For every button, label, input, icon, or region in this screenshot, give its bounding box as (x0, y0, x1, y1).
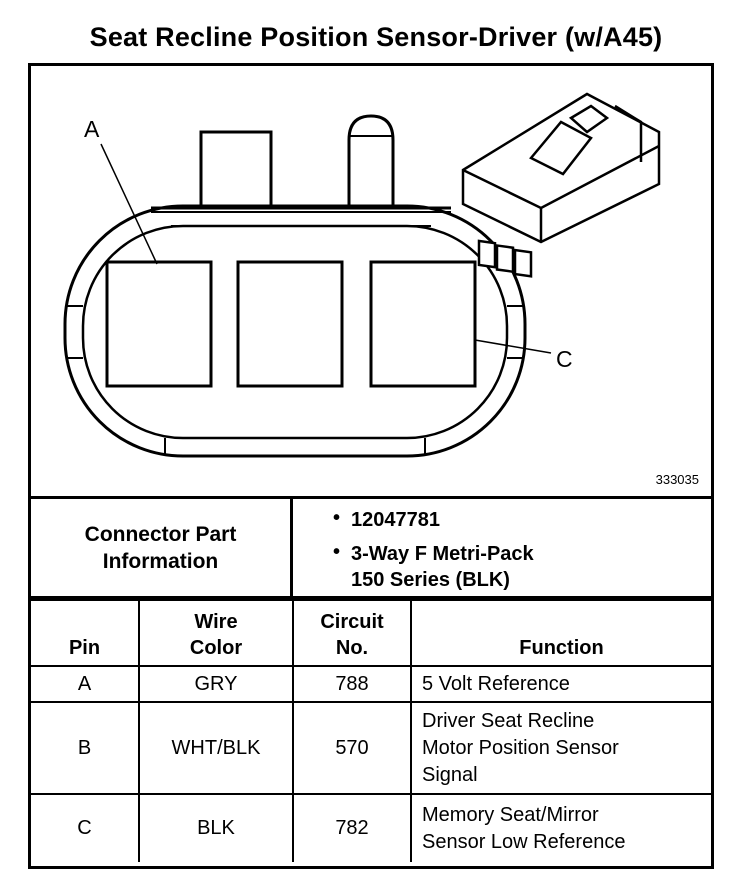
connector-description-line1: 3-Way F Metri-Pack (351, 543, 534, 565)
header-function: Function (410, 599, 711, 667)
function-cell: Memory Seat/Mirror Sensor Low Reference (410, 793, 711, 862)
table-row: B WHT/BLK 570 Driver Seat Recline Motor … (31, 701, 711, 795)
header-circuit-line2: No. (335, 637, 369, 659)
header-circuit-line1: Circuit (320, 611, 384, 633)
table-row: C BLK 782 Memory Seat/Mirror Sensor Low … (31, 793, 711, 862)
connector-figure: A C 333035 (31, 66, 711, 493)
function-cell: Driver Seat Recline Motor Position Senso… (410, 701, 711, 795)
table-row: A GRY 788 5 Volt Reference (31, 665, 711, 703)
leader-c (474, 339, 552, 354)
header-circuit: Circuit No. (292, 599, 412, 667)
pin-cell: A (31, 665, 140, 703)
reference-number: 333035 (655, 472, 699, 487)
pin-cell: C (31, 793, 140, 862)
circuit-cell: 782 (292, 793, 412, 862)
connector-drawing (63, 92, 661, 458)
connector-info-label: Connector Part Information (31, 499, 293, 596)
connector-info-values: • 12047781 • 3-Way F Metri-Pack 150 Seri… (293, 499, 711, 596)
page-title: Seat Recline Position Sensor-Driver (w/A… (89, 22, 663, 52)
connector-description-line2: 150 Series (BLK) (351, 569, 510, 591)
pinout-table: Pin Wire Color Circuit No. Function A GR… (31, 599, 711, 862)
wire-color-cell: GRY (138, 665, 294, 703)
function-line: Sensor Low Reference (422, 830, 626, 853)
wire-color-cell: WHT/BLK (138, 701, 294, 795)
circuit-cell: 788 (292, 665, 412, 703)
cavity-a (105, 260, 213, 388)
cavity-c (369, 260, 477, 388)
connector-info-label-line1: Connector Part (84, 522, 237, 546)
pin-cell: B (31, 701, 140, 795)
header-wire-color: Wire Color (138, 599, 294, 667)
callout-c: C (556, 346, 573, 372)
connector-thumbnail (461, 92, 661, 278)
function-line: Memory Seat/Mirror (422, 803, 599, 826)
connector-tab (199, 130, 273, 210)
header-pin: Pin (31, 599, 140, 667)
header-wire-color-line1: Wire (194, 611, 238, 633)
header-wire-color-line2: Color (189, 637, 243, 659)
function-line: Signal (422, 763, 478, 786)
function-line: 5 Volt Reference (422, 672, 570, 695)
cavity-b (236, 260, 344, 388)
function-line: Motor Position Sensor (422, 736, 619, 759)
function-line: Driver Seat Recline (422, 709, 595, 732)
table-header-row: Pin Wire Color Circuit No. Function (31, 599, 711, 667)
function-cell: 5 Volt Reference (410, 665, 711, 703)
connector-info-section: Connector Part Information • 12047781 • … (31, 496, 711, 599)
leader-a (100, 143, 158, 265)
connector-key (347, 114, 395, 229)
callout-a: A (84, 116, 100, 142)
part-number: 12047781 (351, 509, 440, 531)
bullet-dot: • (333, 541, 341, 563)
wire-color-cell: BLK (138, 793, 294, 862)
connector-info-label-line2: Information (102, 549, 219, 573)
connector-sheet: A C 333035 Connector Part Information • … (28, 63, 714, 869)
bullet-dot: • (333, 507, 341, 529)
circuit-cell: 570 (292, 701, 412, 795)
